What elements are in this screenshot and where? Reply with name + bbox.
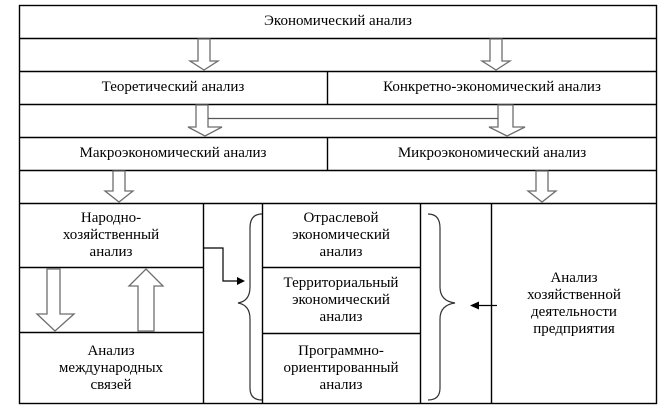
theoretical-analysis: Теоретический анализ <box>101 79 245 95</box>
block-arrow-down-icon <box>103 170 135 203</box>
elbow-arrow-line <box>203 247 238 282</box>
enterprise-activity-analysis: Анализ хозяйственной деятельности предпр… <box>527 269 621 337</box>
microeconomic-analysis: Микроэкономический анализ <box>397 145 587 161</box>
block-arrow-down-icon <box>488 104 526 137</box>
line-arrow-left-icon <box>470 301 479 310</box>
left-brace-icon <box>237 213 263 401</box>
concrete-economic-analysis: Конкретно-экономический анализ <box>383 79 601 95</box>
international-relations-analysis: Анализ международных связей <box>58 342 164 393</box>
outer-frame <box>18 4 658 405</box>
block-arrow-down-icon <box>526 170 558 203</box>
block-arrow-down-icon <box>35 268 76 332</box>
title-economic-analysis: Экономический анализ <box>264 13 412 29</box>
block-arrow-up-icon <box>127 268 165 332</box>
macroeconomic-analysis: Макроэкономический анализ <box>79 145 267 161</box>
block-arrow-down-icon <box>187 38 221 71</box>
sectoral-economic-analysis: Отраслевой экономический анализ <box>292 209 390 260</box>
program-oriented-analysis: Программно- ориентированный анализ <box>283 343 399 393</box>
national-economic-analysis: Народно- хозяйственный анализ <box>62 209 160 260</box>
right-brace-icon <box>427 213 456 401</box>
line-arrow-right-icon <box>237 277 245 285</box>
territorial-economic-analysis: Территориальный экономический анализ <box>283 274 399 325</box>
block-arrow-down-icon <box>187 104 223 137</box>
block-arrow-down-icon <box>479 38 513 71</box>
